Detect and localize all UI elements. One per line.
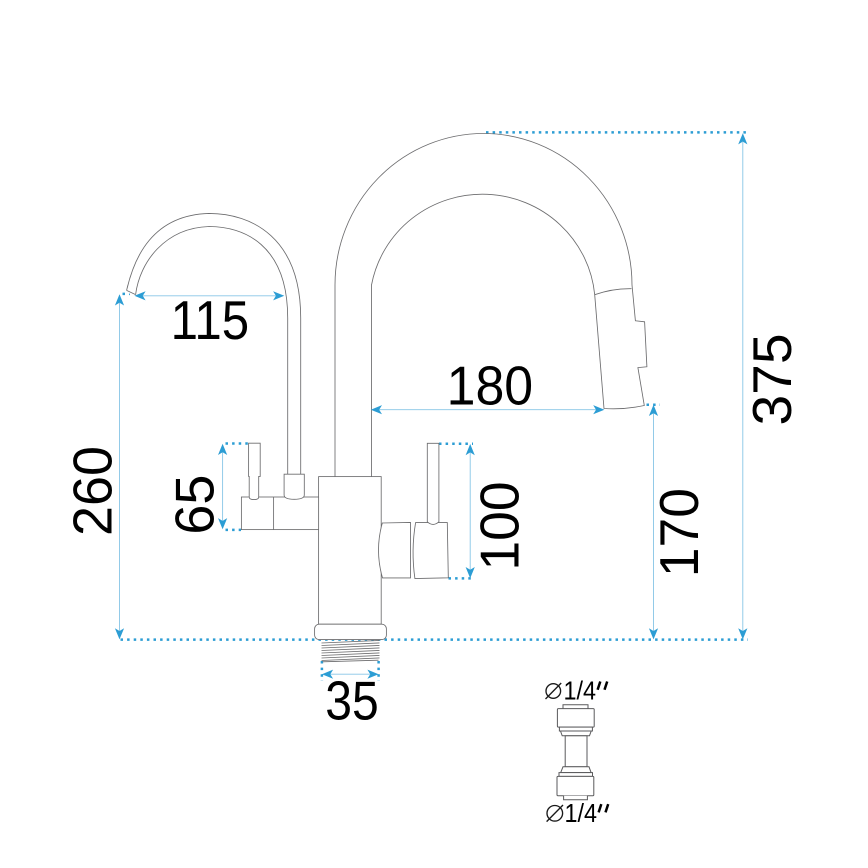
svg-text:35: 35: [325, 670, 379, 732]
svg-text:1/4: 1/4: [564, 675, 597, 705]
svg-text:260: 260: [62, 446, 124, 536]
svg-text:375: 375: [741, 334, 803, 426]
svg-text:1/4: 1/4: [565, 798, 598, 828]
svg-text:170: 170: [648, 488, 710, 577]
svg-text:65: 65: [163, 475, 225, 535]
svg-text:115: 115: [171, 289, 250, 351]
svg-text:180: 180: [447, 355, 534, 417]
svg-text:100: 100: [468, 482, 530, 571]
